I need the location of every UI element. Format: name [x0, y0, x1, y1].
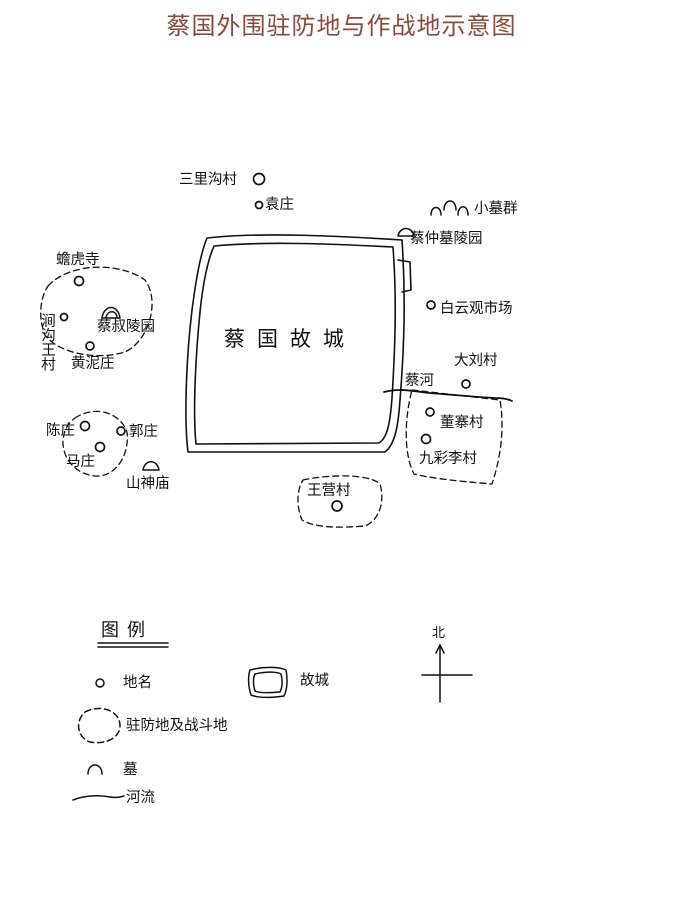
- north-label: 北: [432, 626, 446, 641]
- legend-city-label: 故城: [300, 673, 329, 689]
- marker-sanligou: [252, 172, 266, 186]
- label-chanhusi: 蟾虎寺: [56, 252, 100, 268]
- label-wangying: 王营村: [307, 483, 351, 499]
- marker-chanhusi: [73, 275, 85, 287]
- tomb-markers: [101, 200, 469, 471]
- garrison-zone-west: [40, 266, 153, 357]
- marker-yuanzhuang: [254, 200, 264, 210]
- legend-place-icon: [95, 678, 105, 688]
- legend-tomb-icon: [87, 764, 103, 775]
- ancient-city-wall: [185, 234, 412, 453]
- legend-garrison-icon: [77, 707, 121, 744]
- map-title: 蔡国外围驻防地与作战地示意图: [166, 12, 517, 40]
- label-caizhongmu: 蔡仲墓陵园: [410, 231, 483, 247]
- legend-river-label: 河流: [126, 790, 155, 806]
- marker-jiucaili: [420, 433, 432, 445]
- label-shanshenmiao: 山神庙: [126, 476, 170, 492]
- legend-tomb-label: 墓: [123, 762, 138, 778]
- label-caihe: 蔡河: [405, 373, 434, 389]
- legend-river-icon: [72, 795, 125, 801]
- marker-wangying: [331, 500, 343, 512]
- garrison-zone-southwest: [62, 410, 129, 477]
- legend-graphics: [72, 642, 288, 801]
- garrison-zones: [40, 266, 503, 528]
- label-jiucaili: 九彩李村: [419, 451, 477, 467]
- tomb-shanshenmiao: [142, 461, 160, 471]
- legend-city-icon: [247, 666, 288, 699]
- legend-title: 图例: [101, 620, 153, 641]
- marker-chenzhuang: [79, 420, 91, 432]
- label-guozhuang: 郭庄: [129, 424, 158, 440]
- label-yuanzhuang: 袁庄: [265, 197, 294, 213]
- tomb-xiaomuqun-3: [457, 206, 469, 216]
- marker-mazhuang: [94, 441, 106, 453]
- marker-baiyunguan: [426, 300, 436, 310]
- garrison-zone-south: [297, 475, 383, 528]
- label-caishumu: 蔡叔陵园: [97, 319, 155, 335]
- marker-jiangouwang: [59, 312, 69, 322]
- label-chenzhuang: 陈庄: [46, 423, 75, 439]
- label-xiaomuqun: 小墓群: [474, 201, 518, 217]
- label-jiangouwang: 涧沟王村: [39, 313, 55, 371]
- legend-city-icon-inner: [252, 671, 283, 694]
- marker-dalliucun: [461, 379, 471, 389]
- garrison-zone-southeast: [405, 389, 503, 485]
- tomb-caishumu: [101, 306, 121, 319]
- legend-place-label: 地名: [123, 675, 152, 691]
- tomb-xiaomuqun-2: [443, 200, 457, 211]
- label-sanligou: 三里沟村: [179, 172, 237, 188]
- tomb-xiaomuqun-1: [430, 206, 442, 216]
- label-dalliucun: 大刘村: [454, 353, 498, 369]
- legend-garrison-label: 驻防地及战斗地: [126, 718, 228, 734]
- ancient-city-label: 蔡国故城: [224, 327, 356, 351]
- label-dongzhai: 董寨村: [440, 415, 484, 431]
- marker-huangnizhuang: [85, 341, 95, 351]
- marker-guozhuang: [116, 426, 126, 436]
- marker-dongzhai: [425, 407, 435, 417]
- place-markers: [59, 172, 471, 512]
- label-mazhuang: 马庄: [66, 454, 95, 470]
- label-baiyunguan: 白云观市场: [440, 301, 513, 317]
- label-huangnizhuang: 黄泥庄: [71, 356, 115, 372]
- north-arrow: [421, 644, 473, 703]
- tomb-caizhongmu: [397, 227, 415, 237]
